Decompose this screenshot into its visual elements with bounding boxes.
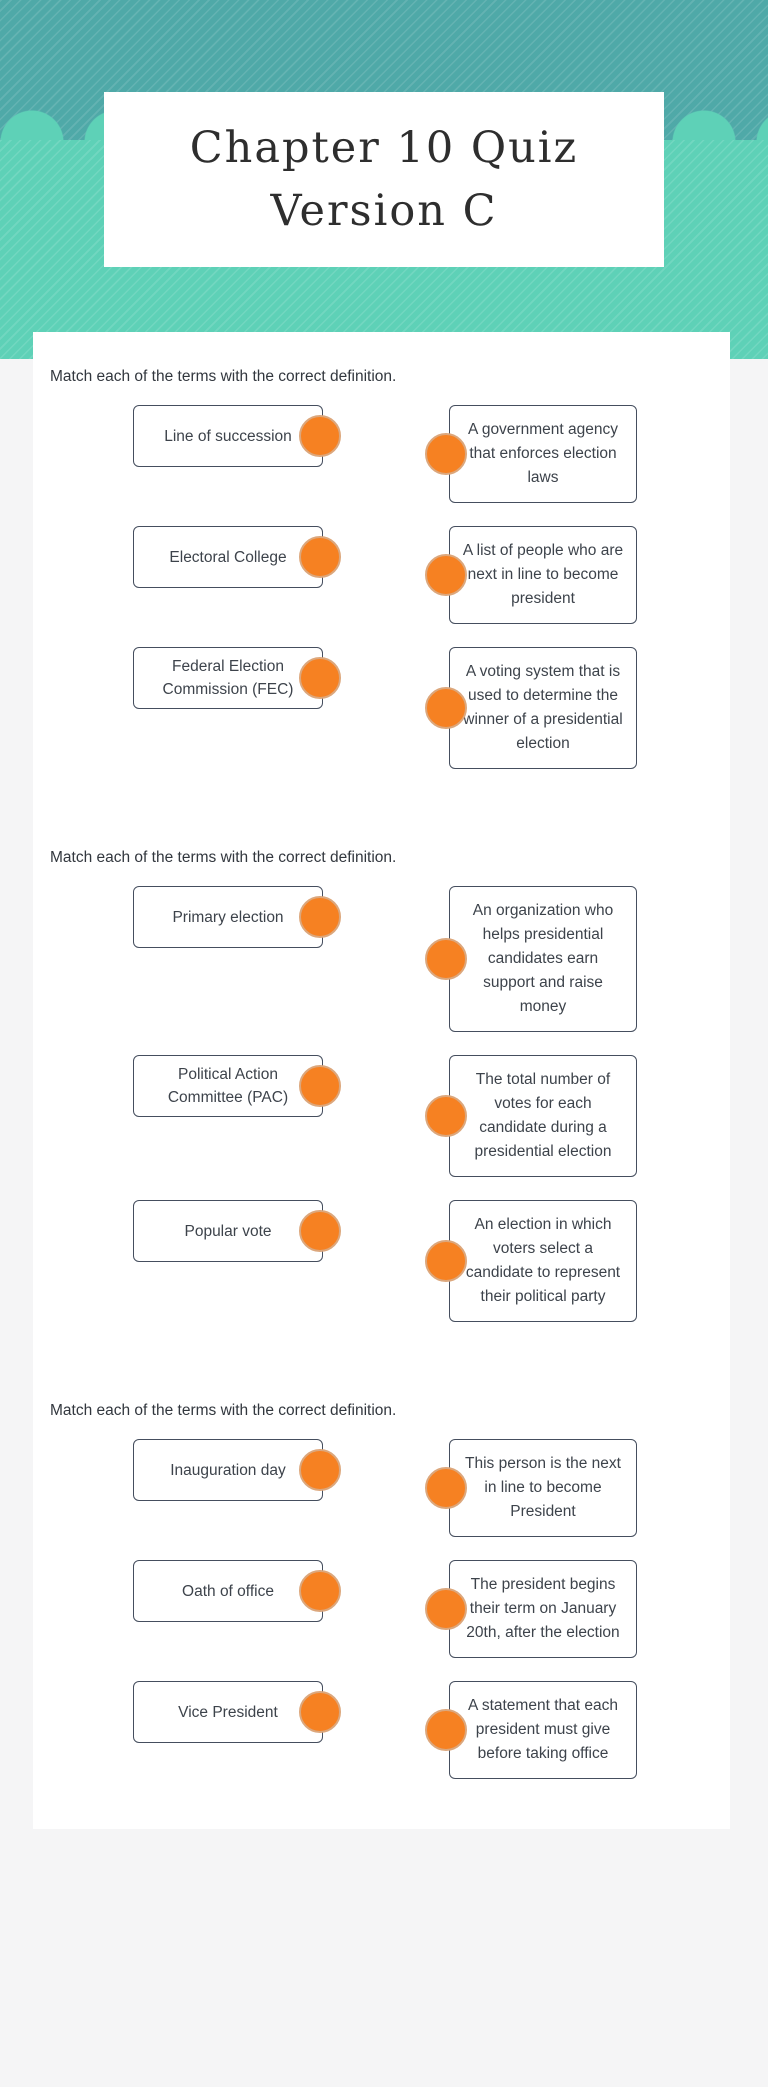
definition-box[interactable]: A statement that each president must giv…: [449, 1681, 637, 1779]
match-section-3: Match each of the terms with the correct…: [33, 1402, 730, 1779]
match-dot-term[interactable]: [299, 1570, 341, 1612]
term-box-inauguration-day[interactable]: Inauguration day: [133, 1439, 323, 1501]
term-box-vice-president[interactable]: Vice President: [133, 1681, 323, 1743]
definition-box[interactable]: A voting system that is used to determin…: [449, 647, 637, 769]
match-pair: Federal Election Commission (FEC) A voti…: [133, 647, 730, 769]
section-instruction: Match each of the terms with the correct…: [50, 849, 397, 866]
term-box-pac[interactable]: Political Action Committee (PAC): [133, 1055, 323, 1117]
section-instruction: Match each of the terms with the correct…: [50, 1402, 397, 1419]
section-instruction: Match each of the terms with the correct…: [50, 368, 397, 385]
match-dot-definition[interactable]: [425, 554, 467, 596]
match-dot-definition[interactable]: [425, 1709, 467, 1751]
match-pair: Political Action Committee (PAC) The tot…: [133, 1055, 730, 1177]
match-dot-term[interactable]: [299, 1449, 341, 1491]
match-pair: Inauguration day This person is the next…: [133, 1439, 730, 1537]
match-pair: Popular vote An election in which voters…: [133, 1200, 730, 1322]
term-box-oath-of-office[interactable]: Oath of office: [133, 1560, 323, 1622]
match-dot-term[interactable]: [299, 536, 341, 578]
match-dot-definition[interactable]: [425, 687, 467, 729]
match-dot-definition[interactable]: [425, 1095, 467, 1137]
match-dot-definition[interactable]: [425, 1240, 467, 1282]
quiz-header-banner: Chapter 10 Quiz Version C: [0, 0, 768, 359]
term-box-electoral-college[interactable]: Electoral College: [133, 526, 323, 588]
definition-box[interactable]: The president begins their term on Janua…: [449, 1560, 637, 1658]
match-pair: Line of succession A government agency t…: [133, 405, 730, 503]
definition-box[interactable]: A government agency that enforces electi…: [449, 405, 637, 503]
definition-box[interactable]: The total number of votes for each candi…: [449, 1055, 637, 1177]
definition-box[interactable]: A list of people who are next in line to…: [449, 526, 637, 624]
match-dot-definition[interactable]: [425, 1467, 467, 1509]
match-dot-definition[interactable]: [425, 1588, 467, 1630]
match-dot-term[interactable]: [299, 415, 341, 457]
match-dot-term[interactable]: [299, 657, 341, 699]
match-dot-term[interactable]: [299, 1065, 341, 1107]
definition-box[interactable]: An organization who helps presidential c…: [449, 886, 637, 1032]
term-box-line-of-succession[interactable]: Line of succession: [133, 405, 323, 467]
quiz-content-card: Match each of the terms with the correct…: [33, 332, 730, 1829]
match-dot-term[interactable]: [299, 1691, 341, 1733]
term-box-fec[interactable]: Federal Election Commission (FEC): [133, 647, 323, 709]
definition-box[interactable]: An election in which voters select a can…: [449, 1200, 637, 1322]
quiz-title-line-2: Version C: [270, 185, 498, 236]
match-dot-term[interactable]: [299, 896, 341, 938]
term-box-primary-election[interactable]: Primary election: [133, 886, 323, 948]
match-pair: Vice President A statement that each pre…: [133, 1681, 730, 1779]
definition-box[interactable]: This person is the next in line to becom…: [449, 1439, 637, 1537]
quiz-title-line-1: Chapter 10 Quiz: [189, 123, 579, 174]
match-pair: Oath of office The president begins thei…: [133, 1560, 730, 1658]
term-box-popular-vote[interactable]: Popular vote: [133, 1200, 323, 1262]
match-pair: Primary election An organization who hel…: [133, 886, 730, 1032]
match-section-2: Match each of the terms with the correct…: [33, 849, 730, 1322]
match-pair: Electoral College A list of people who a…: [133, 526, 730, 624]
match-dot-definition[interactable]: [425, 938, 467, 980]
match-dot-definition[interactable]: [425, 433, 467, 475]
match-dot-term[interactable]: [299, 1210, 341, 1252]
match-section-1: Match each of the terms with the correct…: [33, 368, 730, 769]
quiz-title-card: Chapter 10 Quiz Version C: [104, 92, 664, 267]
